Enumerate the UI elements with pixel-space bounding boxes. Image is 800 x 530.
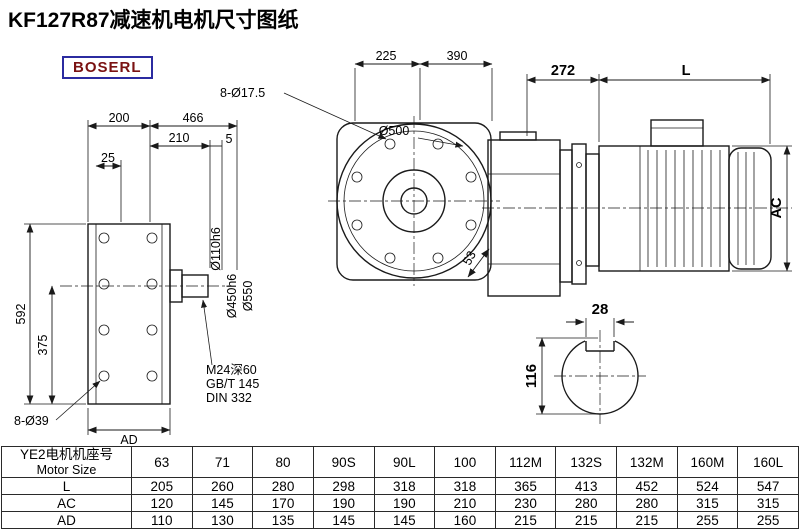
table-cell: 255 bbox=[737, 511, 799, 529]
dim-116: 116 bbox=[523, 364, 540, 388]
table-cell: 413 bbox=[555, 477, 617, 495]
dim-390: 390 bbox=[447, 49, 468, 63]
motor-body bbox=[598, 145, 730, 272]
size-col-header: 80 bbox=[252, 446, 314, 478]
size-col-header: 90S bbox=[312, 446, 375, 478]
size-col-header: 132S bbox=[555, 446, 617, 478]
table-cell: 315 bbox=[676, 494, 739, 512]
dia-500-label: Ø500 bbox=[379, 124, 410, 138]
dim-AC: AC bbox=[769, 197, 785, 218]
row-label: L bbox=[1, 477, 132, 495]
row-label: AC bbox=[1, 494, 132, 512]
table-cell: 135 bbox=[252, 511, 314, 529]
dia-flange-label: Ø550 bbox=[241, 281, 255, 312]
size-col-header: 71 bbox=[191, 446, 254, 478]
dim-272: 272 bbox=[551, 63, 575, 79]
dim-28: 28 bbox=[592, 301, 609, 318]
shaft-key-section: 28 116 bbox=[523, 301, 646, 424]
size-col-header: 112M bbox=[494, 446, 557, 478]
table-cell: 205 bbox=[131, 477, 193, 495]
table-cell: 110 bbox=[131, 511, 193, 529]
side-view-gearbox-motor: 272 L AC bbox=[482, 63, 792, 297]
table-cell: 145 bbox=[312, 511, 375, 529]
table-cell: 210 bbox=[434, 494, 496, 512]
table-cell: 230 bbox=[494, 494, 557, 512]
dia-shaft-label: Ø110h6 bbox=[209, 227, 223, 271]
size-col-header: 160L bbox=[737, 446, 799, 478]
dia-spigot-label: Ø450h6 bbox=[225, 274, 239, 319]
dim-200: 200 bbox=[109, 111, 130, 125]
dim-25: 25 bbox=[101, 151, 115, 165]
size-col-header: 132M bbox=[616, 446, 678, 478]
table-cell: 145 bbox=[373, 511, 436, 529]
table-cell: 215 bbox=[616, 511, 678, 529]
thread-callout-line1: M24深60 bbox=[206, 363, 257, 377]
table-row-AC: AC 120 145 170 190 190 210 230 280 280 3… bbox=[1, 494, 799, 512]
table-cell: 215 bbox=[494, 511, 557, 529]
dim-L: L bbox=[682, 63, 691, 79]
table-cell: 215 bbox=[555, 511, 617, 529]
table-row-AD: AD 110 130 135 145 145 160 215 215 215 2… bbox=[1, 511, 799, 529]
dim-210: 210 bbox=[169, 131, 190, 145]
table-cell: 130 bbox=[191, 511, 254, 529]
brand-label: BOSERL bbox=[73, 59, 142, 76]
table-row-L: L 205 260 280 298 318 318 365 413 452 52… bbox=[1, 477, 799, 495]
fan-cowl bbox=[728, 147, 772, 270]
size-col-header: 90L bbox=[373, 446, 436, 478]
table-cell: 260 bbox=[191, 477, 254, 495]
table-cell: 524 bbox=[676, 477, 739, 495]
size-col-header: 160M bbox=[676, 446, 739, 478]
dim-5: 5 bbox=[226, 132, 233, 146]
thread-callout-line3: DIN 332 bbox=[206, 391, 252, 405]
table-cell: 280 bbox=[555, 494, 617, 512]
dim-375: 375 bbox=[36, 335, 50, 356]
motor-size-label-en: Motor Size bbox=[36, 462, 97, 477]
row-label: AD bbox=[1, 511, 132, 529]
table-header-motor-size: YE2电机机座号 Motor Size bbox=[1, 446, 132, 478]
holes-callout-8xd39: 8-Ø39 bbox=[14, 414, 49, 428]
size-col-header: 63 bbox=[131, 446, 193, 478]
page-title: KF127R87减速机电机尺寸图纸 bbox=[8, 9, 299, 32]
thread-callout-line2: GB/T 145 bbox=[206, 377, 259, 391]
brand-logo: BOSERL bbox=[62, 56, 153, 79]
left-view: 200 466 210 5 25 592 375 8-Ø39 bbox=[14, 111, 259, 447]
table-cell: 452 bbox=[616, 477, 678, 495]
motor-size-label-cn: YE2电机机座号 bbox=[19, 447, 114, 463]
table-cell: 318 bbox=[434, 477, 496, 495]
dim-466: 466 bbox=[183, 111, 204, 125]
table-cell: 315 bbox=[737, 494, 799, 512]
front-flange-view: Ø500 8-Ø17.5 225 390 53 bbox=[220, 49, 500, 286]
table-cell: 120 bbox=[131, 494, 193, 512]
table-cell: 145 bbox=[191, 494, 254, 512]
table-cell: 255 bbox=[676, 511, 739, 529]
table-cell: 190 bbox=[373, 494, 436, 512]
table-cell: 280 bbox=[252, 477, 314, 495]
terminal-box bbox=[650, 119, 704, 147]
dim-53: 53 bbox=[460, 249, 479, 268]
size-col-header: 100 bbox=[434, 446, 496, 478]
table-cell: 365 bbox=[494, 477, 557, 495]
dimension-table: YE2电机机座号 Motor Size 63 71 80 90S 90L 100… bbox=[1, 446, 799, 529]
table-cell: 318 bbox=[373, 477, 436, 495]
table-cell: 160 bbox=[434, 511, 496, 529]
holes-callout-8xd17-5: 8-Ø17.5 bbox=[220, 86, 265, 100]
dim-ad: AD bbox=[120, 433, 137, 447]
table-cell: 547 bbox=[737, 477, 799, 495]
dim-225: 225 bbox=[376, 49, 397, 63]
dim-592: 592 bbox=[14, 304, 28, 325]
table-cell: 298 bbox=[312, 477, 375, 495]
table-cell: 190 bbox=[312, 494, 375, 512]
table-header-row: YE2电机机座号 Motor Size 63 71 80 90S 90L 100… bbox=[1, 446, 799, 478]
table-cell: 280 bbox=[616, 494, 678, 512]
technical-drawing: 200 466 210 5 25 592 375 8-Ø39 bbox=[14, 49, 792, 447]
table-cell: 170 bbox=[252, 494, 314, 512]
